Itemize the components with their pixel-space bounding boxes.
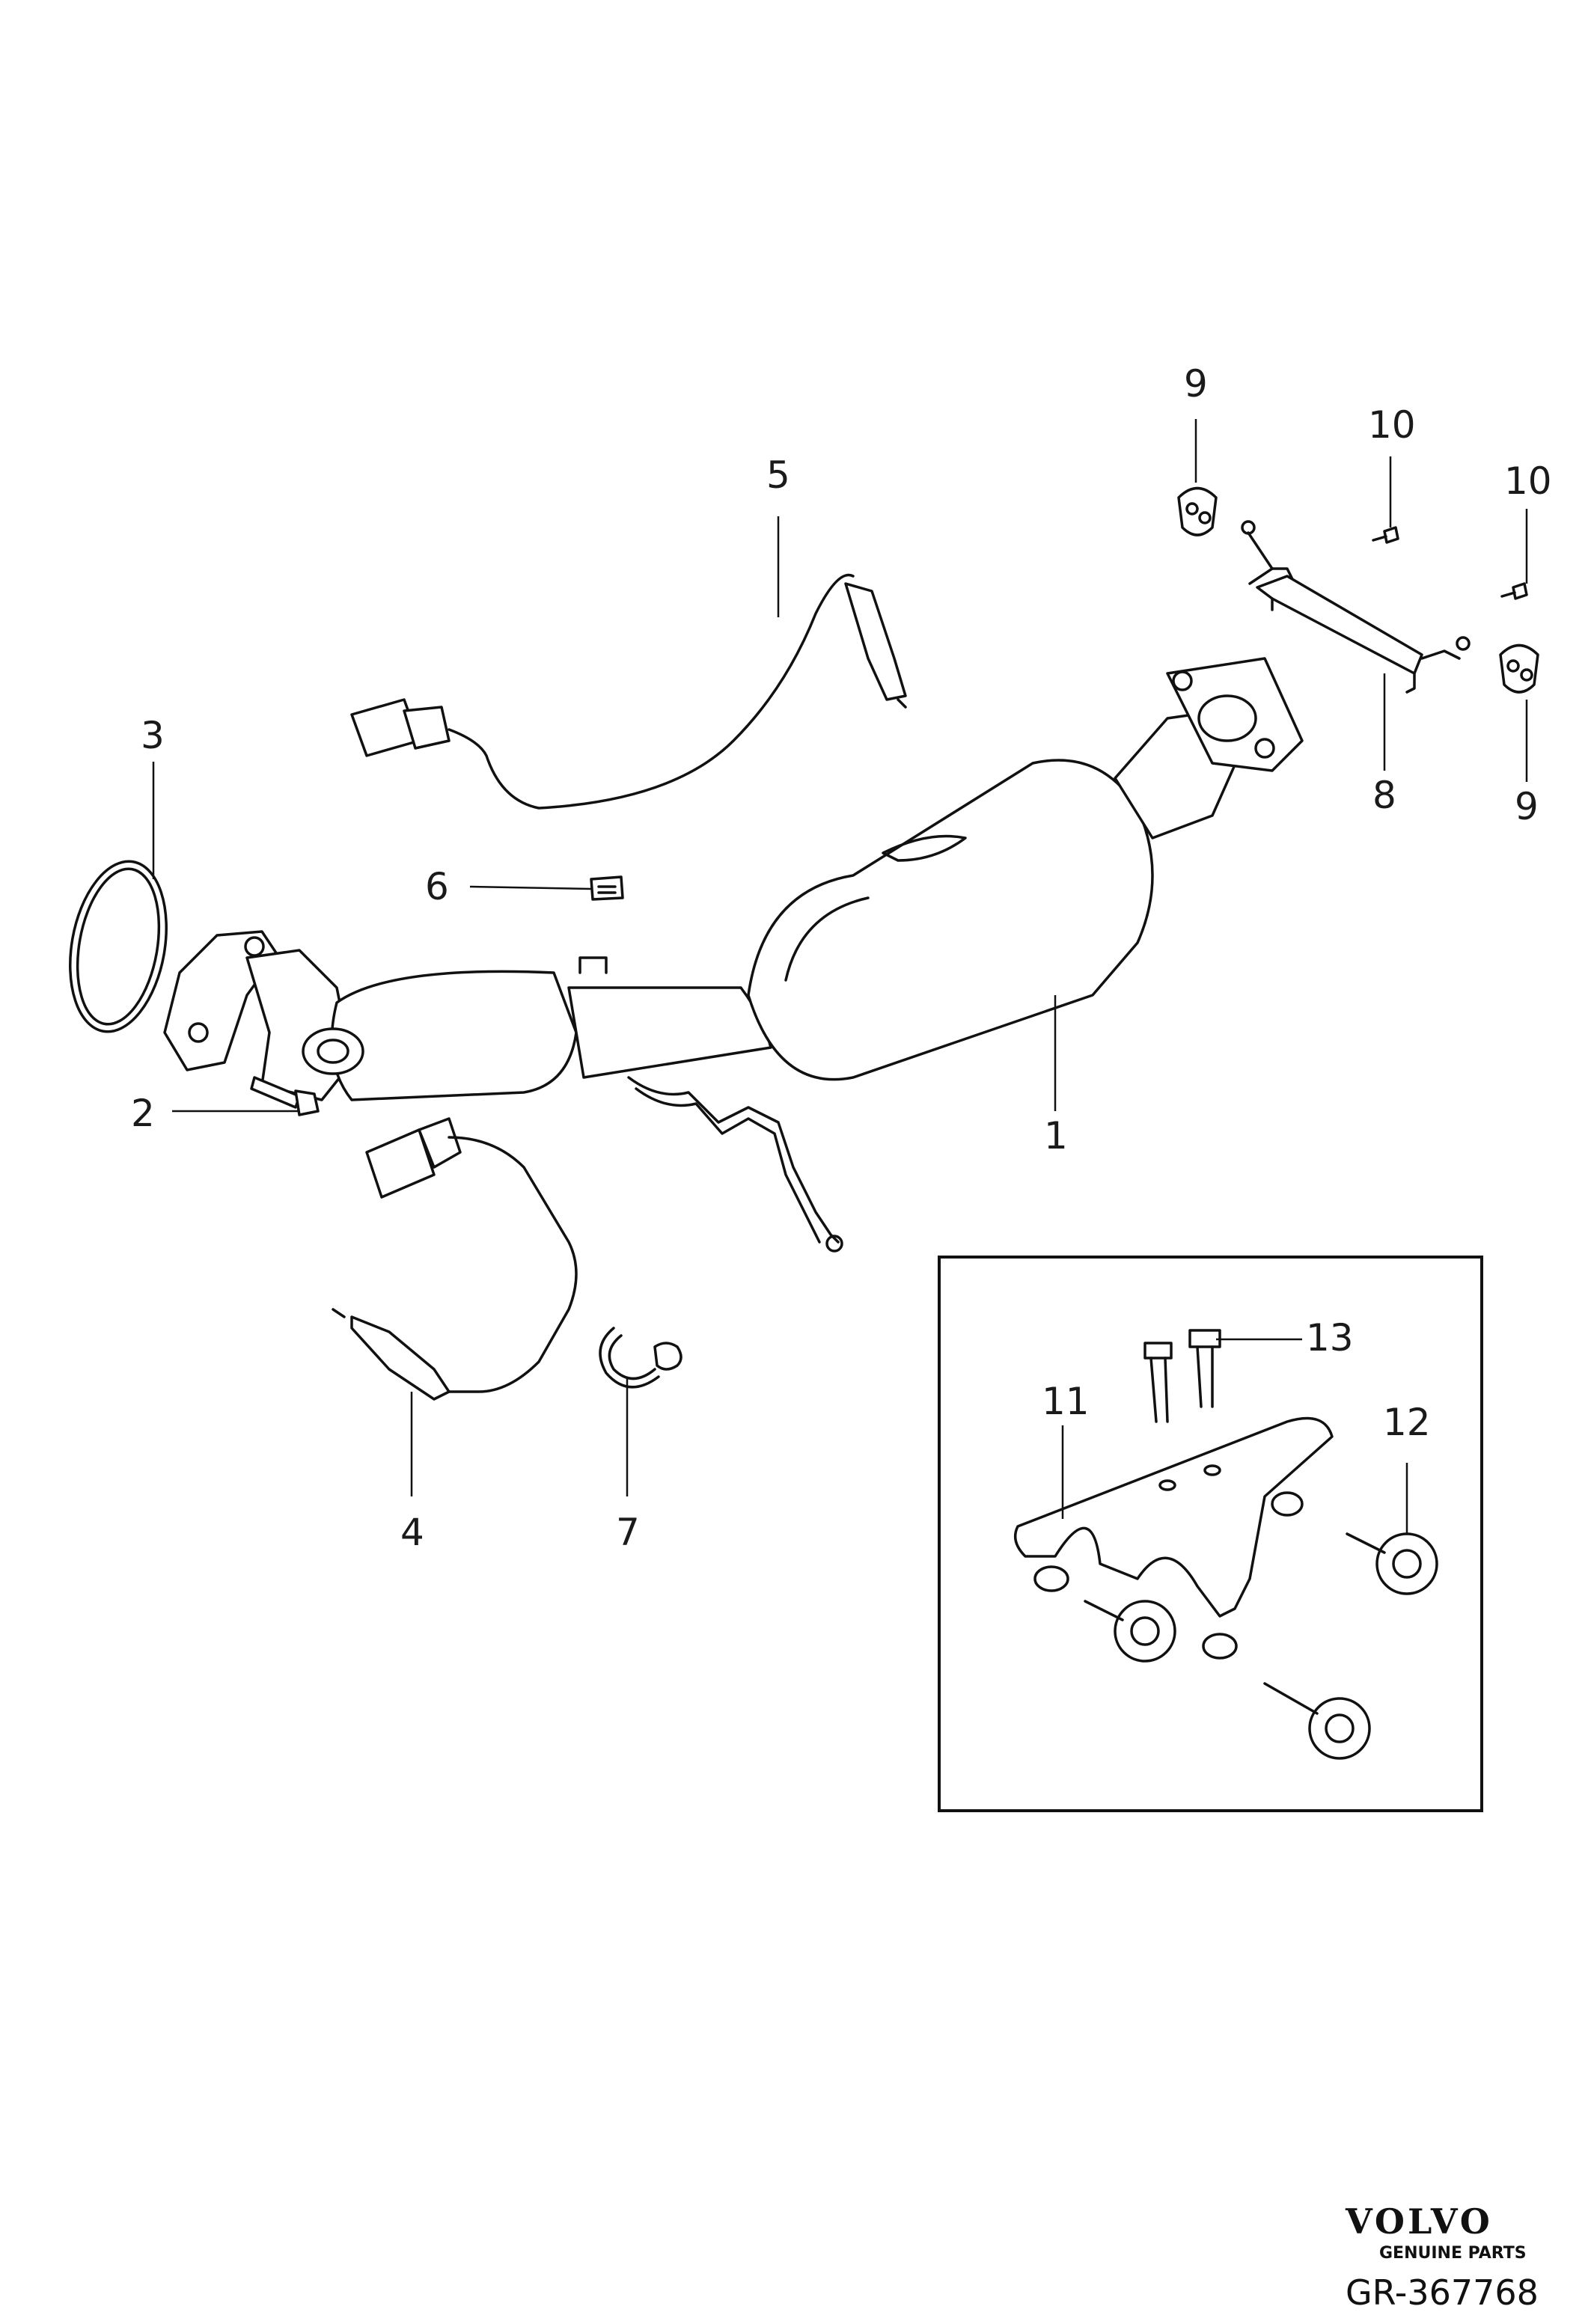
lower-oxygen-sensor — [332, 1117, 578, 1401]
volvo-branding: VOLVO GENUINE PARTS GR-367768 — [1345, 2201, 1539, 2313]
callout-labels: 1 2 3 4 5 6 7 8 9 9 10 10 11 12 13 — [131, 362, 1552, 1554]
catalytic-converter-assembly — [163, 657, 1304, 1253]
hose-clamp — [599, 1327, 682, 1389]
callout-2: 2 — [131, 1092, 155, 1135]
callout-1: 1 — [1044, 1114, 1068, 1158]
callout-6: 6 — [425, 865, 449, 908]
callout-9-top: 9 — [1184, 362, 1208, 406]
rubber-hanger-right — [1499, 643, 1539, 694]
volvo-logo: VOLVO — [1345, 2201, 1493, 2242]
callout-7: 7 — [616, 1511, 640, 1554]
leader-lines — [152, 419, 1528, 1534]
callout-10-right: 10 — [1504, 459, 1552, 503]
wire-clip — [590, 875, 624, 901]
diagram-id: GR-367768 — [1346, 2272, 1539, 2313]
rubber-hanger-left — [1177, 486, 1218, 536]
callout-3: 3 — [141, 714, 165, 757]
callout-4: 4 — [400, 1511, 424, 1554]
detail-inset — [938, 1256, 1483, 1812]
gasket-ring — [69, 860, 168, 1033]
hanger-bracket — [1241, 520, 1471, 694]
callout-8: 8 — [1372, 774, 1396, 817]
flange-bolt — [250, 1076, 320, 1116]
callout-9-right: 9 — [1515, 785, 1539, 828]
hanger-bolt-left — [1372, 526, 1399, 544]
callout-13: 13 — [1306, 1316, 1354, 1360]
callout-12: 12 — [1383, 1401, 1431, 1444]
callout-5: 5 — [766, 453, 790, 497]
genuine-parts-label: GENUINE PARTS — [1379, 2244, 1527, 2263]
callout-10-top: 10 — [1368, 403, 1416, 447]
callout-11: 11 — [1042, 1380, 1090, 1423]
upper-oxygen-sensor — [350, 573, 907, 810]
hanger-bolt-right — [1500, 582, 1528, 600]
